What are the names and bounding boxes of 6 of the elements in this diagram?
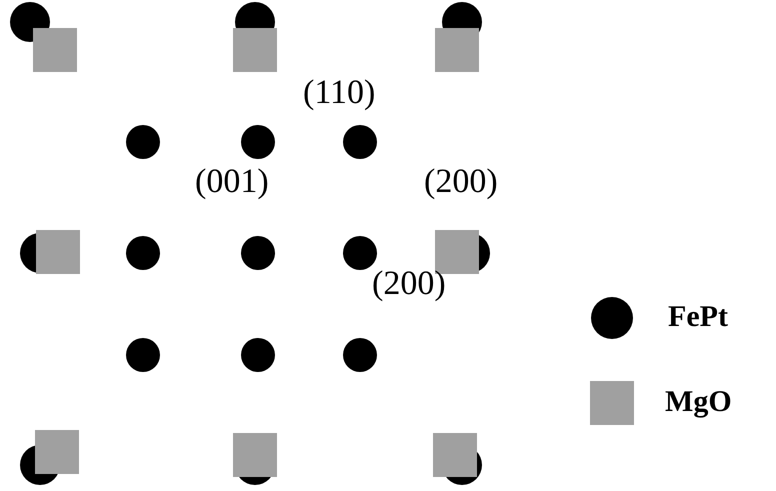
- miller-index-label: (001): [195, 165, 269, 199]
- legend-label: FePt: [668, 302, 728, 332]
- miller-index-label: (200): [424, 165, 498, 199]
- miller-index-label: (110): [303, 76, 376, 110]
- legend-label: MgO: [665, 387, 732, 417]
- miller-index-label: (200): [372, 267, 446, 301]
